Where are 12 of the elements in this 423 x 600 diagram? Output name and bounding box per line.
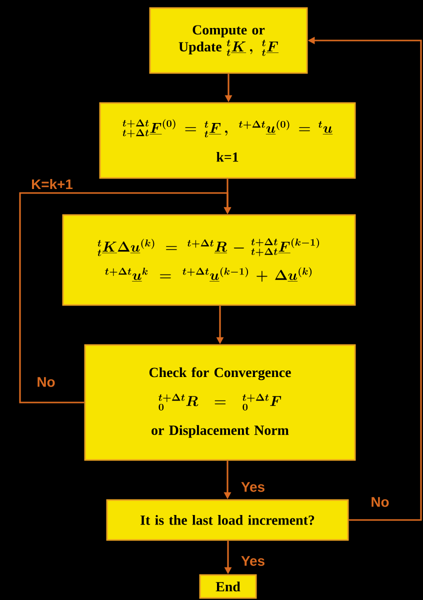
edge-label: No — [36, 376, 56, 388]
process-box: Check for Convergence ${}^{t+\Delta t}_{0}R={}^{t+\Delta t}_{0}F$ or Displacement Norm — [84, 344, 356, 461]
edge-label: No — [370, 496, 390, 508]
process-box: ${}^{t+\Delta t}_{t+\Delta t}\underline{F}^{(0)}={}^{t}_{t}\underline{F}\,,\;{}^{t+\Delta t}\underline{u}^{(0)}={}^{t}\underline{u}$ k=1 — [99, 102, 356, 179]
process-box: It is the last load increment? — [106, 499, 349, 541]
loop-label: K=k+1 — [30, 178, 74, 190]
arrow — [19, 192, 232, 404]
process-box: End — [199, 574, 257, 599]
process-box: Compute or Update ${}^{t}_{t}\underline{K}\,,\;{}^{t}_{t}\underline{F}$ — [149, 7, 308, 74]
process-box: ${}^{t}_{t}\underline{K}\Delta\underline{u}^{(k)}={}^{t+\Delta t}\underline{R}-{}^{t+\Delta t}_{t+\Delta t}\underline{F}^{(k-1)}$ ${}^{t+\Delta t}\underline{u}^{k}={}^{t+\Delta t}\underline{u}^{(k-1)}+\Delta\underline{u}^{(k)}$ — [62, 214, 356, 306]
edge-label: Yes — [240, 481, 266, 493]
edge-label: Yes — [240, 555, 266, 567]
